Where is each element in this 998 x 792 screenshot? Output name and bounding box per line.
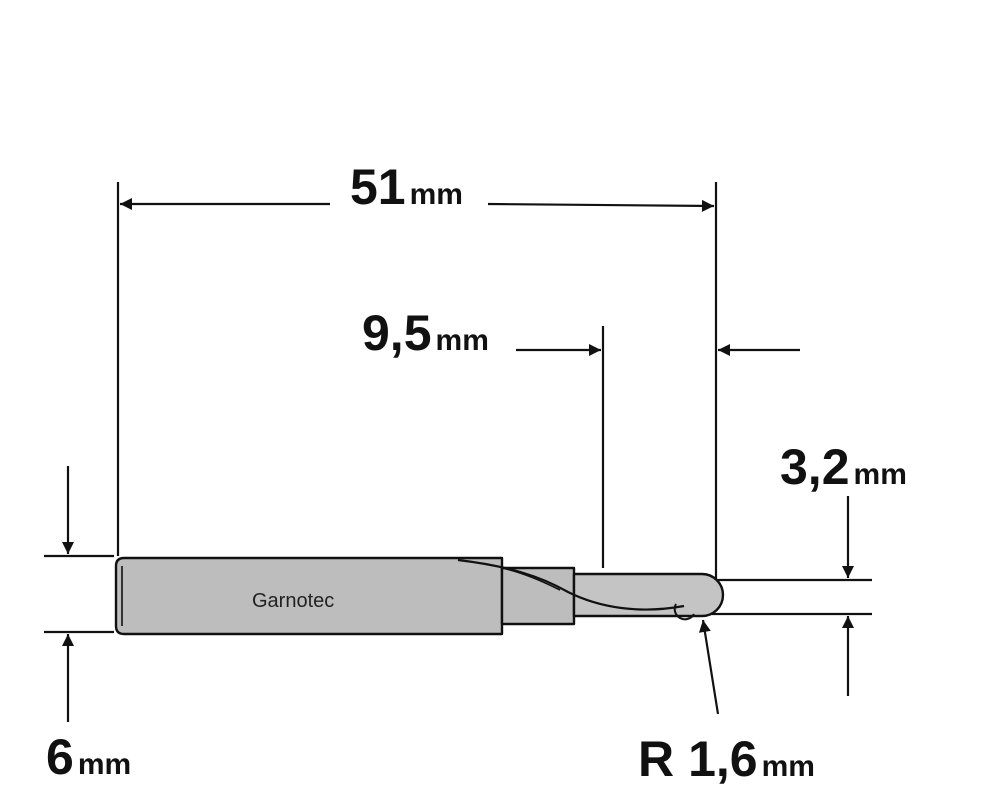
cutting-length-unit: mm <box>436 324 489 357</box>
dimension-arrows <box>62 198 854 722</box>
radius-unit: mm <box>762 750 815 783</box>
radius-prefix: R <box>638 731 674 787</box>
flute-curve <box>457 558 685 611</box>
cutting-diameter-unit: mm <box>854 458 907 491</box>
shank-diameter-unit: mm <box>78 748 131 781</box>
shank-diameter-value: 6 <box>46 729 74 785</box>
cutting-diameter-value: 3,2 <box>780 439 850 495</box>
radius-value: 1,6 <box>688 731 758 787</box>
total-length-arrow-right <box>487 199 715 212</box>
flute-edge <box>501 567 561 591</box>
ball-tip-radius-mark <box>673 603 695 621</box>
neck <box>500 566 576 626</box>
cutting-length-value: 9,5 <box>362 305 432 361</box>
radius-leader-arrow <box>698 619 720 715</box>
brand-label: Garnotec <box>252 590 334 612</box>
router-bit <box>114 556 725 636</box>
extension-lines <box>44 182 872 634</box>
total-length-value: 51 <box>350 159 406 215</box>
total-length-unit: mm <box>410 178 463 211</box>
shank <box>114 556 504 636</box>
